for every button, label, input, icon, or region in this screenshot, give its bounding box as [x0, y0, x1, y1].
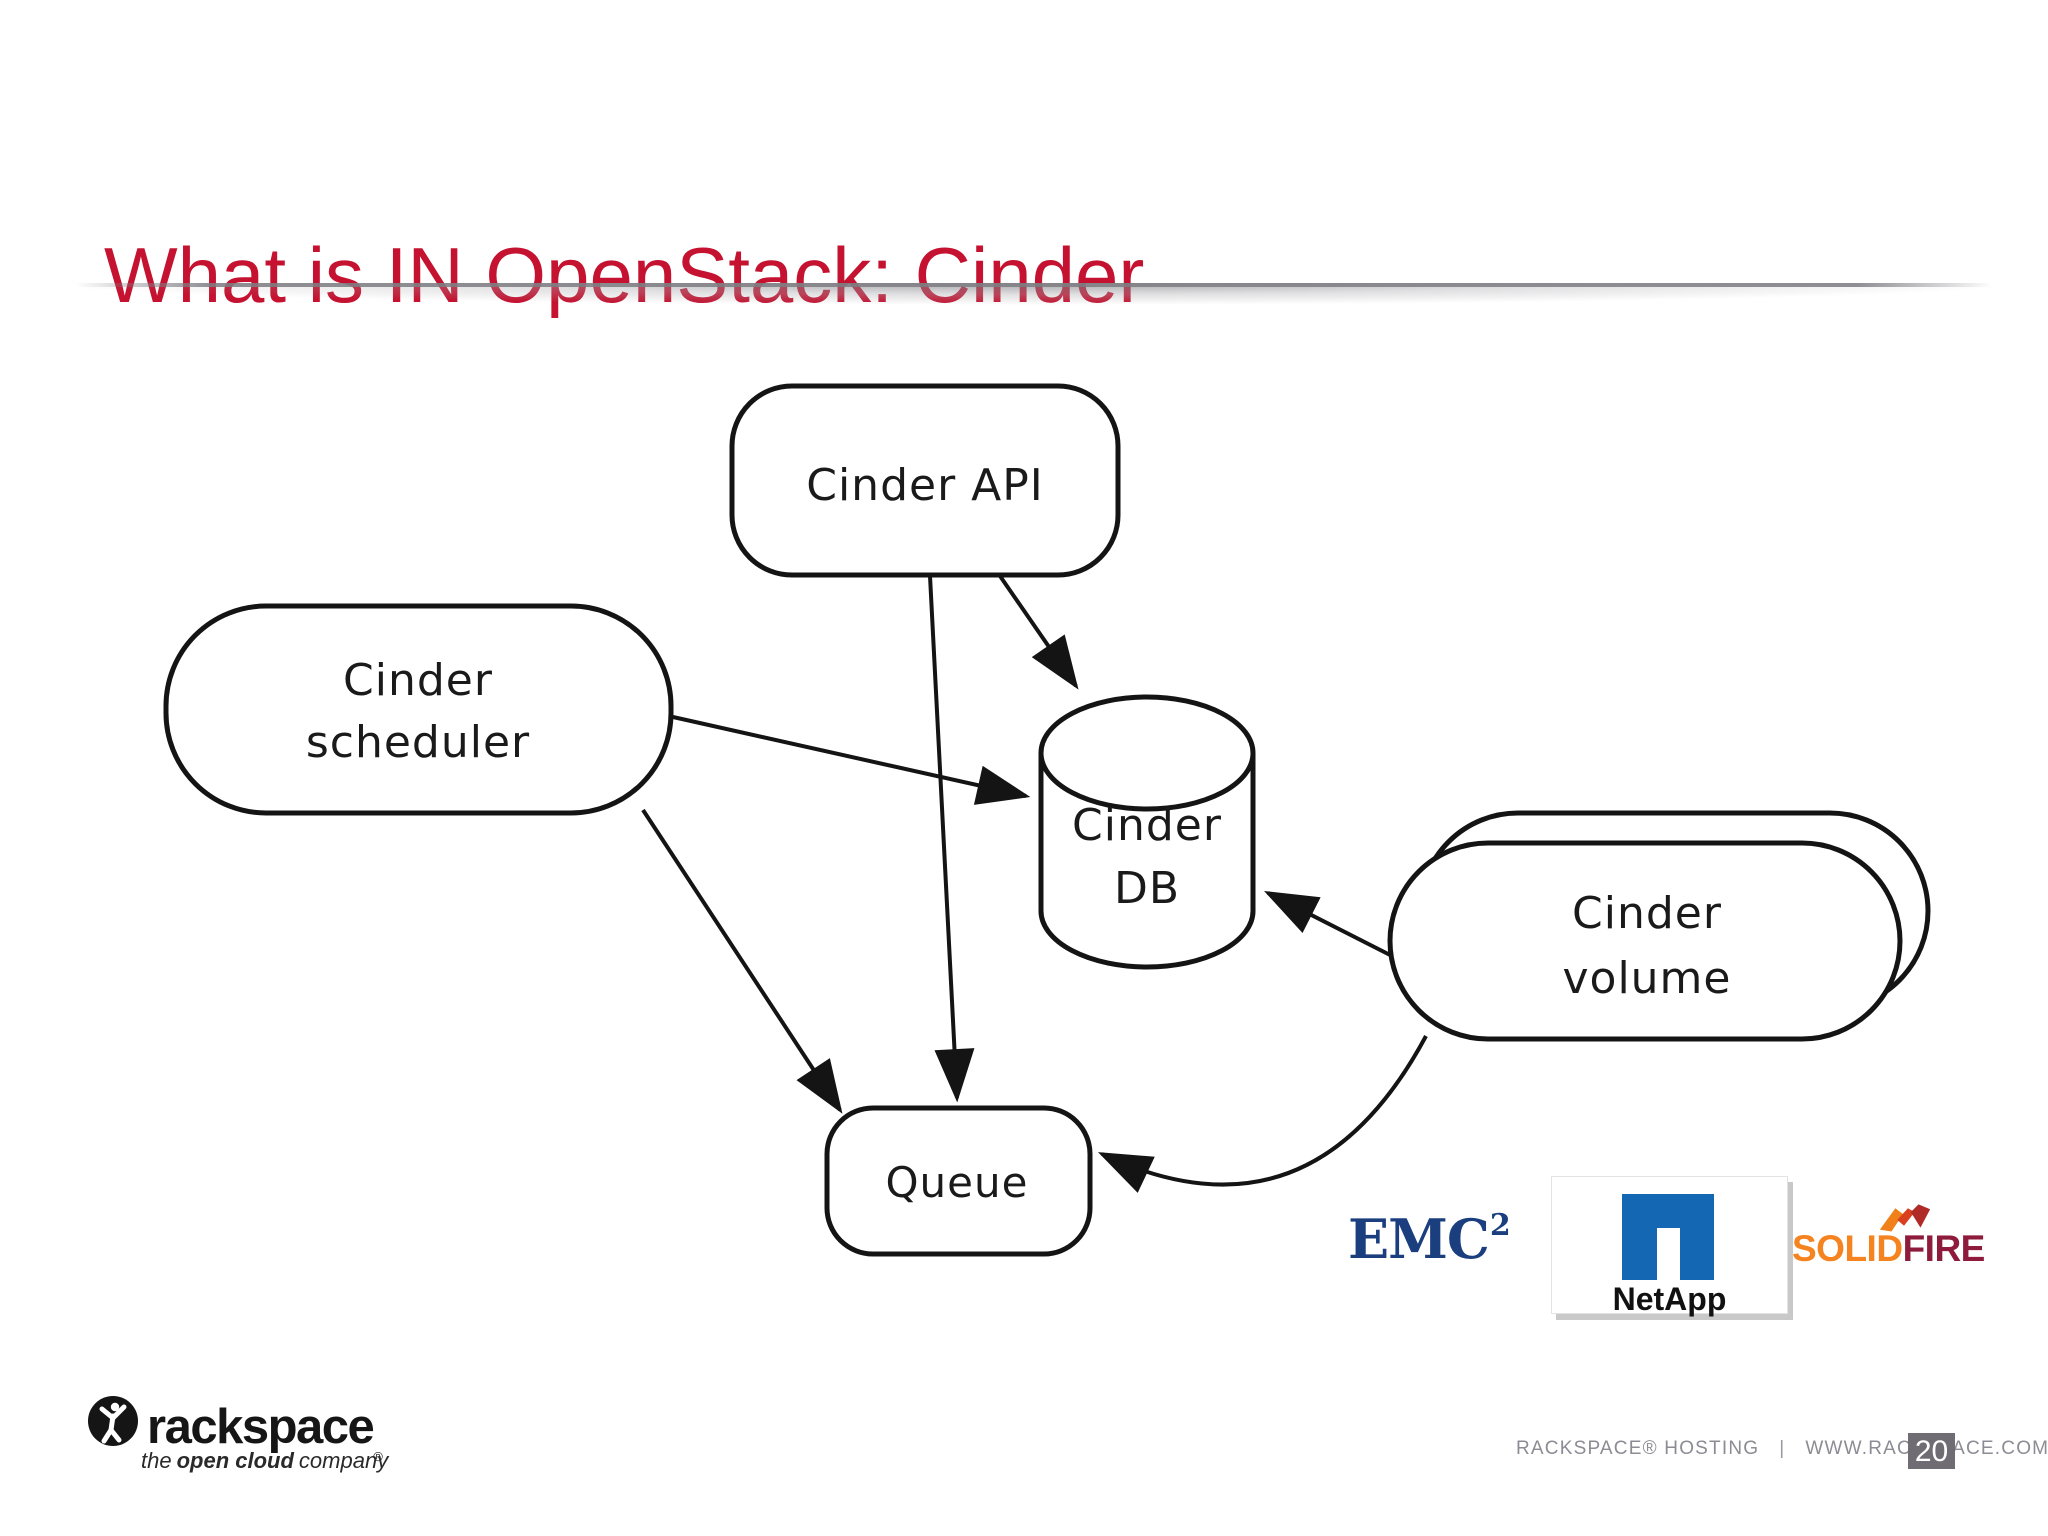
node-cinder-volume-label-line1: Cinder [1572, 888, 1722, 939]
footer-host-text: RACKSPACE® HOSTING [1516, 1438, 1760, 1459]
footer-separator: | [1779, 1438, 1786, 1459]
tagline-post: company [298, 1448, 389, 1473]
tagline-bold: open cloud [176, 1448, 294, 1473]
node-cinder-scheduler [163, 603, 674, 816]
registered-mark: ® [373, 1449, 383, 1464]
emc-logo: EMC2 [1348, 1211, 1511, 1267]
emc-logo-superscript: 2 [1489, 1208, 1511, 1243]
edge-scheduler-to-queue [641, 808, 843, 1114]
netapp-logo: NetApp [1551, 1176, 1788, 1317]
netapp-mark-icon [1622, 1194, 1714, 1280]
rackspace-wordmark: rackspace® [147, 1400, 383, 1464]
cinder-db-cylinder-lid [1038, 752, 1256, 812]
netapp-notch [1657, 1228, 1680, 1280]
title-divider [78, 283, 1990, 305]
node-cinder-db-label-line1: Cinder [1072, 800, 1222, 851]
node-cinder-db-cylinder [1038, 694, 1256, 970]
solidfire-text-solid: SOLID [1792, 1228, 1903, 1269]
node-cinder-scheduler-label-line1: Cinder [343, 655, 493, 706]
node-cinder-volume [1387, 840, 1903, 1042]
emc-logo-text: EMC [1348, 1207, 1490, 1271]
solidfire-text-fire: FIRE [1902, 1228, 1986, 1269]
solidfire-logo-text: SOLIDFIRE [1792, 1230, 1985, 1267]
node-queue [824, 1105, 1093, 1257]
solidfire-logo: SOLIDFIRE [1790, 1196, 2020, 1276]
rackspace-logo-icon [88, 1396, 138, 1446]
node-cinder-volume-label-line2: volume [1562, 953, 1731, 1004]
edge-volume-to-db [1264, 890, 1397, 960]
tagline-pre: the [141, 1448, 172, 1473]
node-cinder-db-label-line2: DB [1114, 863, 1180, 914]
node-cinder-scheduler-label-line2: scheduler [306, 717, 530, 768]
footer-links: RACKSPACE® HOSTING|WWW.RACKSPACE.COM [1516, 1438, 2048, 1461]
edge-volume-to-queue [1097, 1035, 1428, 1193]
node-cinder-api-label: Cinder API [806, 460, 1044, 511]
page-number-badge: 20 [1908, 1433, 1955, 1469]
solidfire-flame-icon [1879, 1204, 1931, 1232]
rackspace-wordmark-text: rackspace [147, 1400, 375, 1454]
edge-api-to-queue [928, 575, 975, 1103]
racker-figure-icon [99, 1402, 127, 1444]
edge-scheduler-to-db [672, 715, 1031, 805]
netapp-logo-text: NetApp [1612, 1281, 1727, 1317]
node-queue-label: Queue [886, 1158, 1029, 1207]
node-cinder-api [729, 383, 1121, 578]
edge-api-to-db [998, 574, 1079, 690]
